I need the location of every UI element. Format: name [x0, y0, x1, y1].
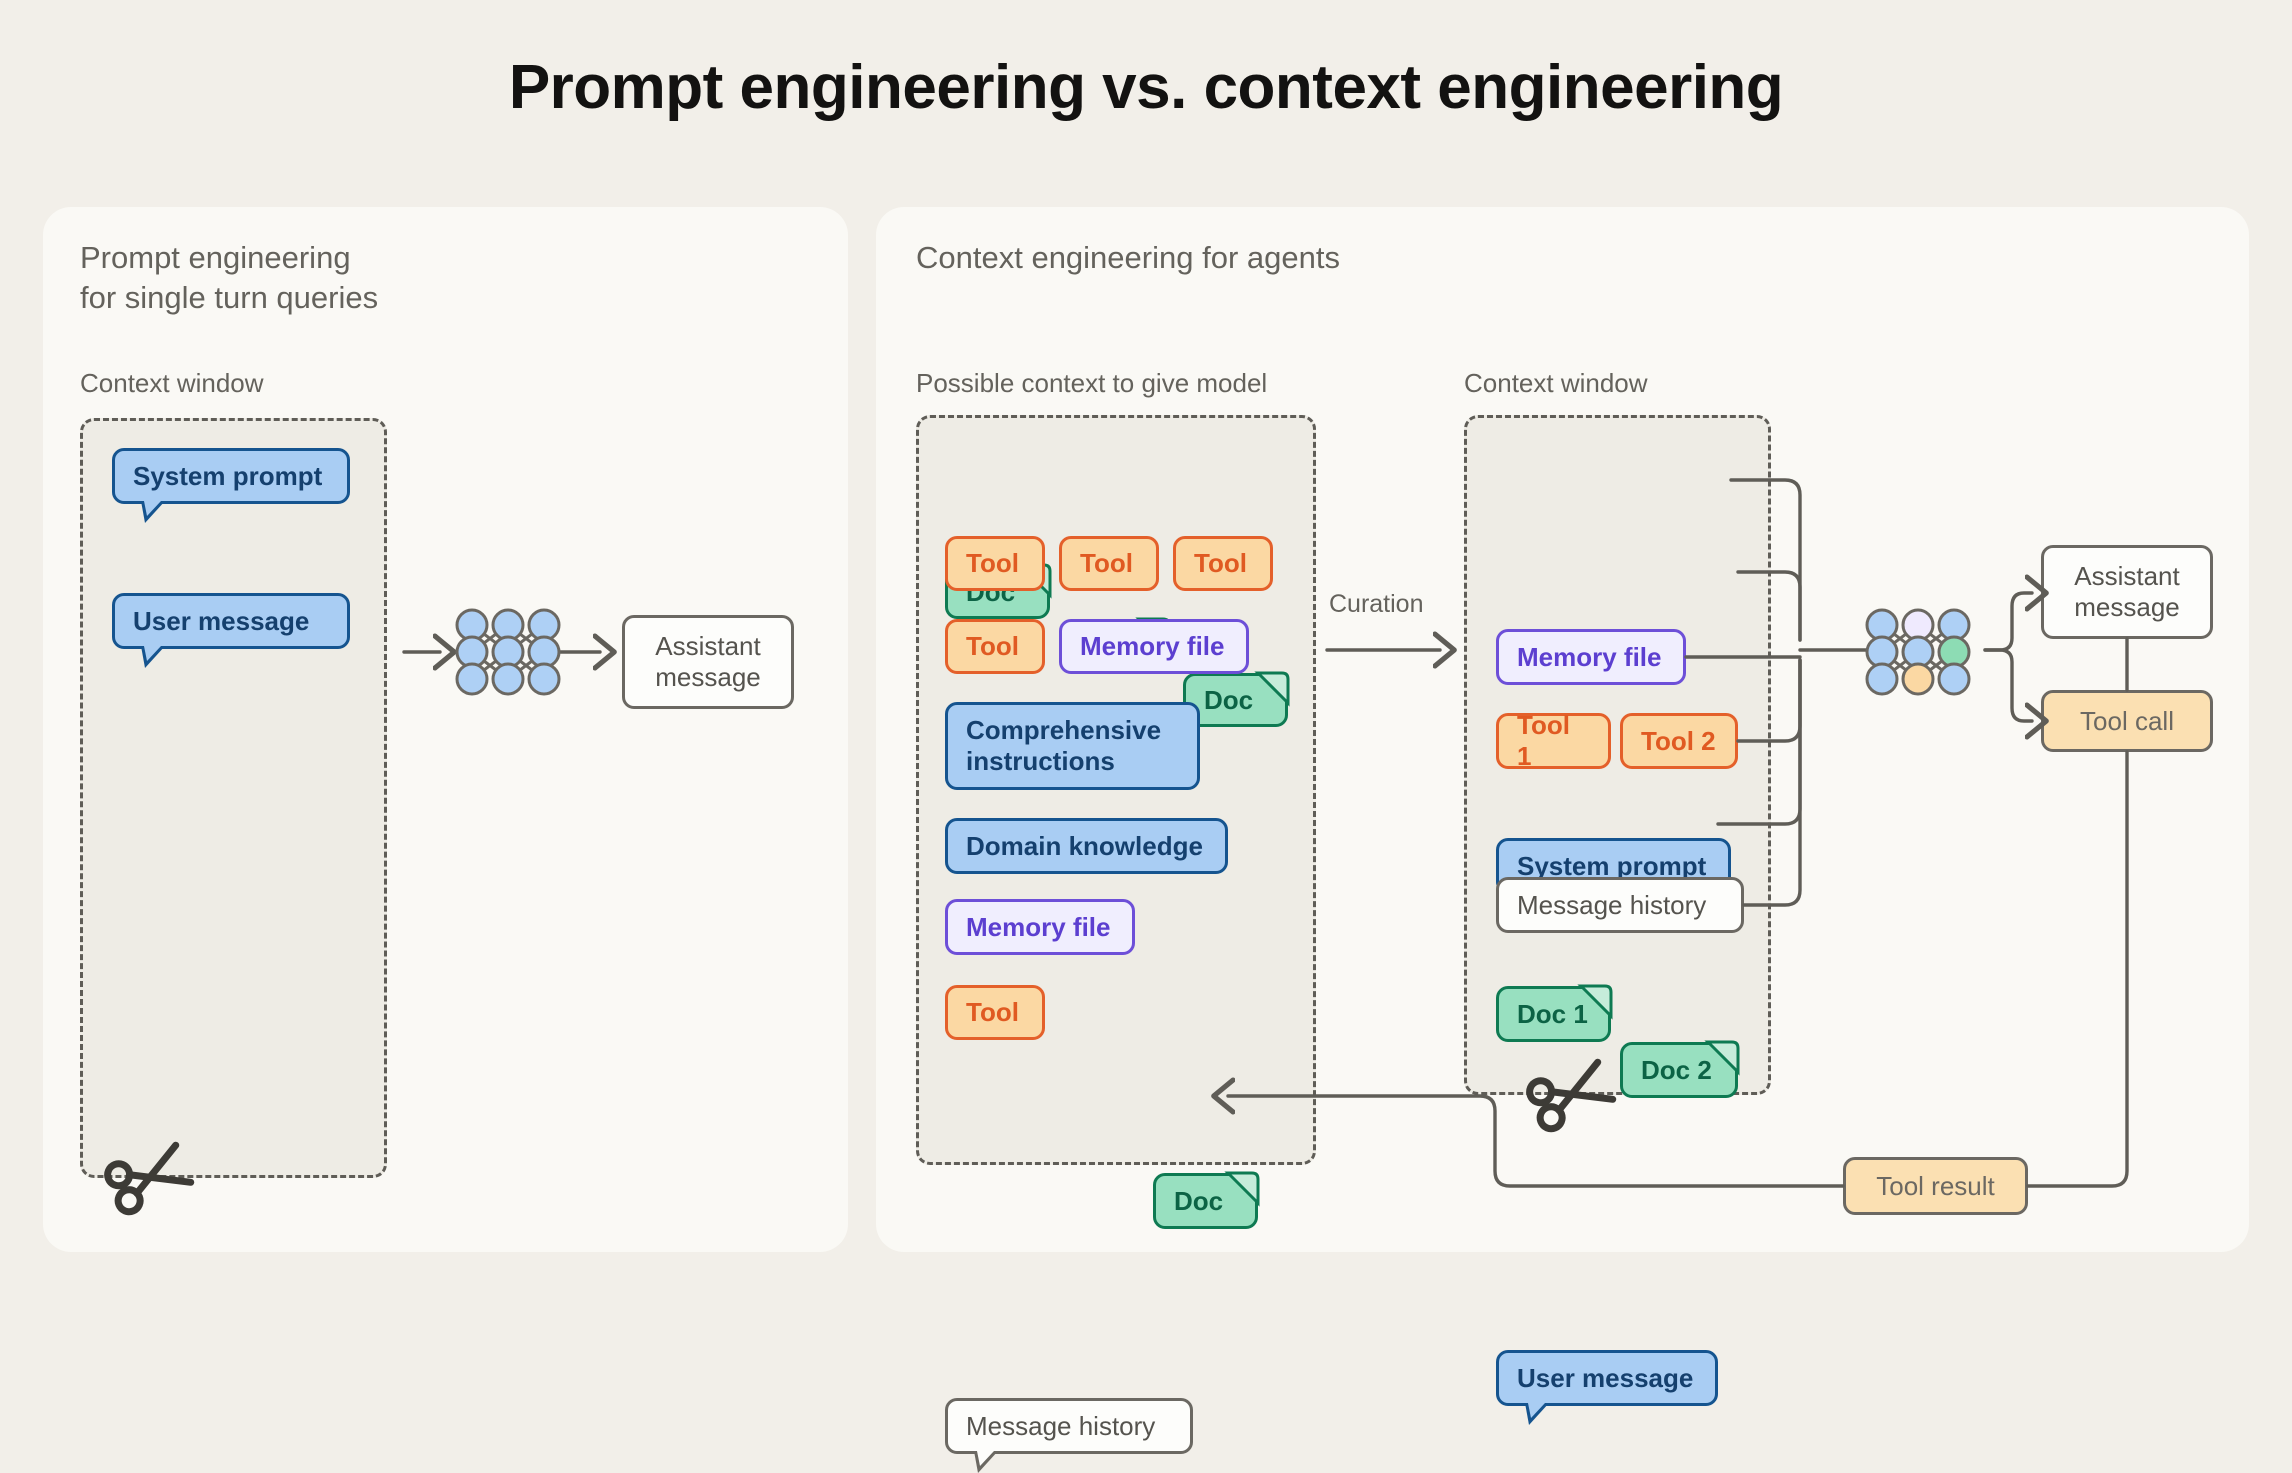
possible-context-window [916, 415, 1316, 1165]
chip-label: User message [133, 605, 310, 636]
chip-user-message[interactable]: User message [1496, 1350, 1718, 1425]
chip-doc-1[interactable]: Doc 1 [1496, 984, 1613, 1042]
chip-system-prompt[interactable]: System prompt [112, 448, 350, 523]
chip-label: System prompt [1517, 850, 1707, 881]
chip-doc[interactable]: Doc [1183, 671, 1290, 727]
right-panel-heading: Context engineering for agents [916, 240, 1340, 275]
chip-label: Doc 2 [1641, 1054, 1712, 1085]
left-panel-heading: Prompt engineering for single turn queri… [80, 240, 379, 315]
chip-label: Message history [966, 1410, 1156, 1441]
chip-doc-2[interactable]: Doc 2 [1620, 1040, 1740, 1098]
chip-label: Tool 1 [1517, 710, 1570, 771]
chip-label: Tool [1080, 548, 1133, 579]
chip-domain-knowledge[interactable]: Domain knowledge [945, 818, 1228, 874]
chip-label: Doc [1174, 1185, 1224, 1216]
tool-call-box[interactable]: Tool call [2041, 690, 2213, 752]
box-label: Assistant message [2074, 561, 2180, 622]
left-context-window [80, 418, 387, 1178]
chip-label: Tool [966, 548, 1019, 579]
chip-tool[interactable]: Tool [1059, 536, 1159, 591]
chip-label: Tool [1194, 548, 1247, 579]
chip-label: Doc [1204, 684, 1254, 715]
chip-label: Domain knowledge [966, 830, 1203, 861]
assistant-message-box[interactable]: Assistant message [2041, 545, 2213, 639]
right-context-window-label: Context window [1464, 368, 1648, 398]
chip-user-message[interactable]: User message [112, 593, 350, 668]
chip-message-history[interactable]: Message history [945, 1398, 1193, 1473]
chip-memory-file[interactable]: Memory file [1059, 619, 1249, 674]
chip-tool[interactable]: Tool [1173, 536, 1273, 591]
doc-fold-icon [1704, 1040, 1740, 1076]
curation-label: Curation [1329, 590, 1424, 618]
page-title: Prompt engineering vs. context engineeri… [508, 53, 1784, 122]
chip-label: Comprehensive instructions [966, 715, 1162, 776]
chip-label: Message history [1517, 889, 1707, 920]
chip-label: Memory file [1080, 631, 1225, 662]
chip-label: Tool [966, 631, 1019, 662]
chip-memory-file[interactable]: Memory file [1496, 629, 1686, 685]
chip-label: User message [1517, 1362, 1694, 1393]
box-label: Tool call [2080, 705, 2174, 736]
chip-label: Tool [966, 997, 1019, 1028]
chip-message-history[interactable]: Message history [1496, 877, 1744, 933]
chip-label: Memory file [1517, 641, 1662, 672]
doc-fold-icon [1254, 671, 1290, 707]
box-label: Assistant message [655, 631, 761, 692]
chip-memory-file[interactable]: Memory file [945, 899, 1135, 955]
chip-tool-1[interactable]: Tool 1 [1496, 710, 1611, 771]
doc-fold-icon [1577, 984, 1613, 1020]
chip-tool[interactable]: Tool [945, 619, 1045, 674]
left-assistant-message-box[interactable]: Assistant message [622, 615, 794, 709]
possible-context-label: Possible context to give model [916, 368, 1268, 398]
chip-comprehensive-instructions[interactable]: Comprehensive instructions [945, 702, 1200, 790]
chip-tool[interactable]: Tool [945, 985, 1045, 1040]
chip-tool[interactable]: Tool [945, 536, 1045, 591]
box-label: Tool result [1876, 1170, 1995, 1201]
tool-result-box[interactable]: Tool result [1843, 1157, 2028, 1215]
chip-label: System prompt [133, 460, 323, 491]
chip-label: Doc 1 [1517, 998, 1588, 1029]
chip-label: Memory file [966, 911, 1111, 942]
doc-fold-icon [1224, 1171, 1260, 1207]
chip-doc[interactable]: Doc [1153, 1171, 1260, 1229]
chip-label: Tool 2 [1641, 725, 1716, 756]
chip-tool-2[interactable]: Tool 2 [1620, 713, 1738, 769]
left-context-window-label: Context window [80, 368, 264, 398]
